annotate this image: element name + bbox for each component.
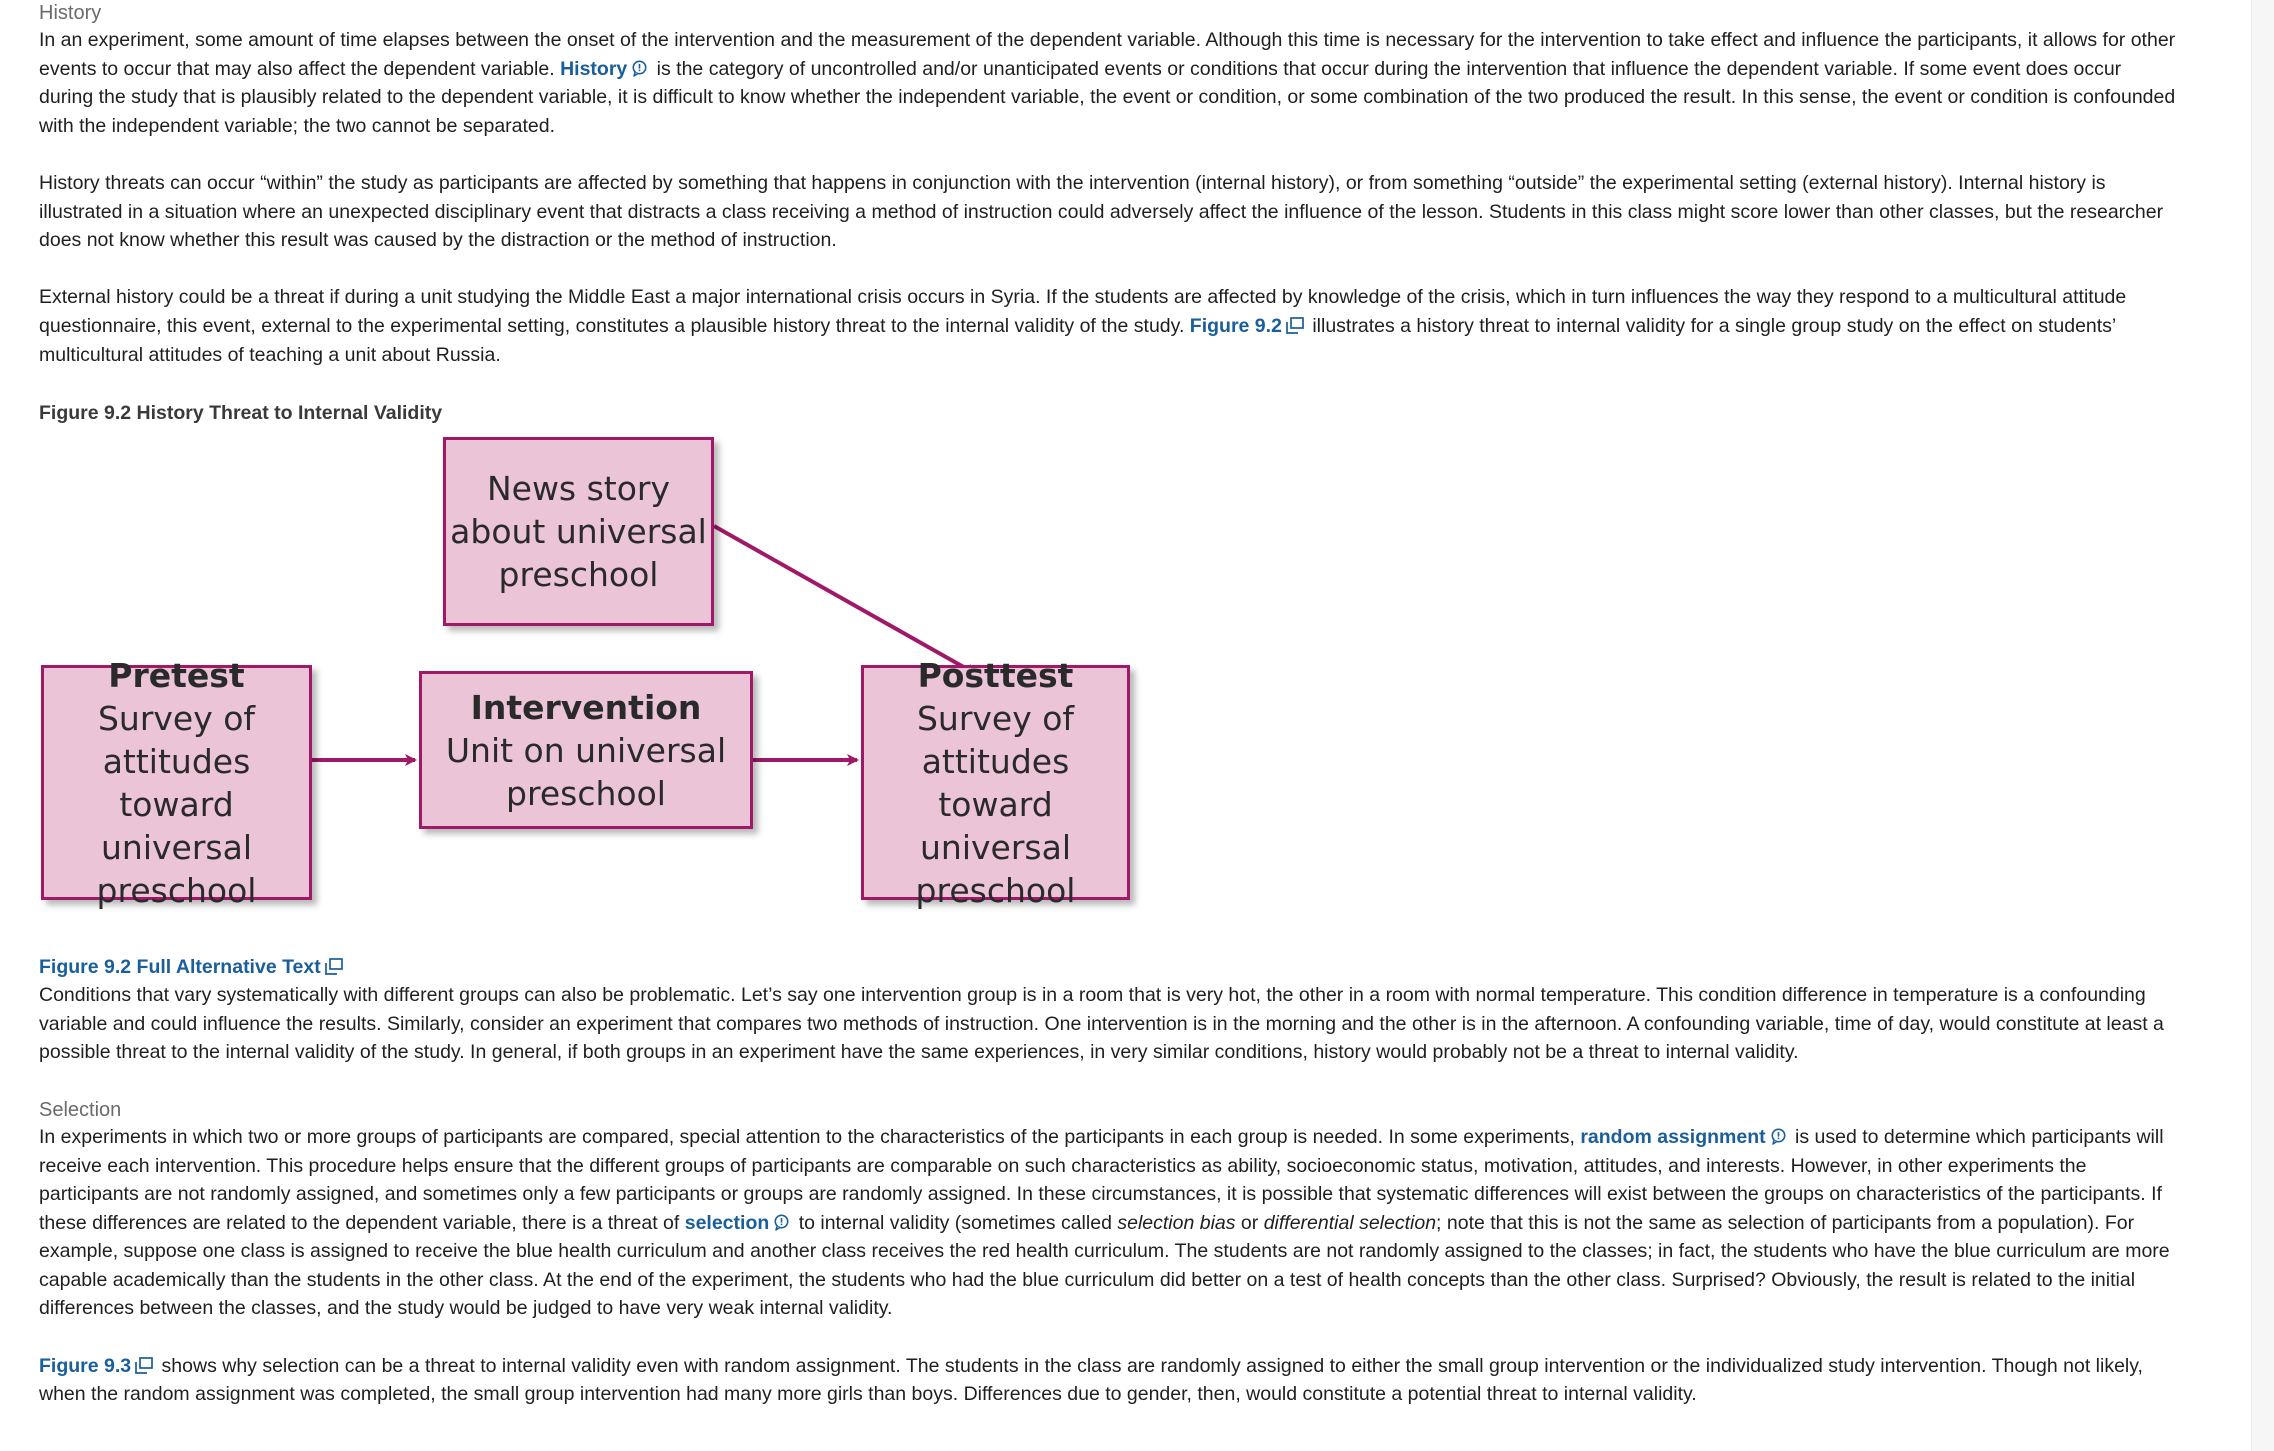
alt-text-label: Figure 9.2 Full Alternative Text bbox=[39, 956, 321, 979]
popup-window-icon[interactable] bbox=[135, 1356, 153, 1374]
figure-link-label: Figure 9.2 bbox=[1189, 314, 1282, 337]
box-line: toward universal bbox=[920, 784, 1071, 867]
diagram-arrows bbox=[312, 524, 978, 767]
text-segment: shows why selection can be a threat to i… bbox=[39, 1354, 2143, 1406]
text-segment: ; note that this is not the same as sele… bbox=[39, 1211, 2170, 1320]
glossary-term: History bbox=[560, 57, 628, 80]
glossary-link-random-assignment[interactable]: random assignment bbox=[1580, 1126, 1789, 1148]
figure-title: Figure 9.2 History Threat to Internal Va… bbox=[39, 402, 443, 425]
box-line: Survey of bbox=[97, 698, 256, 738]
emphasis-term: differential selection bbox=[1263, 1211, 1437, 1234]
history-paragraph-1: In an experiment, some amount of time el… bbox=[39, 26, 2179, 140]
glossary-bubble-icon[interactable] bbox=[631, 60, 648, 77]
glossary-bubble-icon[interactable] bbox=[773, 1214, 790, 1231]
text-segment: is used to determine which participants … bbox=[39, 1125, 2164, 1234]
text-segment: External history could be a threat if du… bbox=[39, 286, 2127, 337]
figure-9-2-diagram: News story about universal preschool Pre… bbox=[39, 431, 1199, 921]
box-line: about universal bbox=[450, 512, 707, 552]
glossary-term: random assignment bbox=[1580, 1125, 1766, 1148]
selection-paragraph-2: Figure 9.3 shows why selection can be a … bbox=[39, 1352, 2179, 1409]
posttest-box: Posttest Survey of attitudes toward univ… bbox=[861, 656, 1130, 910]
glossary-term: selection bbox=[684, 1211, 770, 1234]
arrow-news-to-posttest bbox=[713, 524, 978, 676]
box-line: attitudes toward bbox=[102, 741, 251, 824]
text-segment: illustrates a history threat to internal… bbox=[39, 314, 2116, 366]
history-paragraph-3: External history could be a threat if du… bbox=[39, 283, 2179, 369]
section-heading-history: History bbox=[39, 2, 102, 24]
popup-window-icon[interactable] bbox=[1286, 317, 1304, 334]
glossary-link-history[interactable]: History bbox=[560, 58, 651, 80]
text-segment: is the category of uncontrolled and/or u… bbox=[39, 57, 2176, 137]
section-heading-selection: Selection bbox=[39, 1098, 122, 1121]
box-line: Unit on universal bbox=[445, 730, 727, 770]
intervention-box: Intervention Unit on universal preschool bbox=[419, 671, 753, 830]
text-segment: In an experiment, some amount of time el… bbox=[39, 29, 2176, 80]
emphasis-term: selection bias bbox=[1117, 1211, 1236, 1234]
box-line: Survey of bbox=[916, 698, 1075, 738]
vertical-scrollbar[interactable] bbox=[2251, 0, 2274, 1451]
box-line: preschool bbox=[96, 870, 257, 910]
figure-link-9-2[interactable]: Figure 9.2 bbox=[1190, 315, 1307, 337]
box-title: Pretest bbox=[108, 655, 245, 695]
glossary-bubble-icon[interactable] bbox=[1770, 1128, 1787, 1145]
box-line: attitudes bbox=[921, 741, 1070, 781]
history-paragraph-2: History threats can occur “within” the s… bbox=[39, 171, 2164, 252]
text-segment: to internal validity (sometimes called bbox=[798, 1211, 1112, 1234]
box-title: Posttest bbox=[917, 655, 1074, 695]
content-column: History In an experiment, some amount of… bbox=[39, 0, 2179, 1409]
text-segment: In experiments in which two or more grou… bbox=[39, 1125, 1575, 1148]
news-story-box: News story about universal preschool bbox=[443, 437, 714, 627]
box-line: preschool bbox=[506, 773, 666, 813]
selection-paragraph-1: In experiments in which two or more grou… bbox=[39, 1123, 2179, 1323]
popup-window-icon[interactable] bbox=[324, 958, 343, 975]
text-segment: or bbox=[1240, 1211, 1259, 1234]
box-title: Intervention bbox=[470, 687, 702, 727]
box-line: News story bbox=[486, 469, 671, 509]
glossary-link-selection[interactable]: selection bbox=[685, 1212, 794, 1234]
figure-alt-text-link[interactable]: Figure 9.2 Full Alternative Text bbox=[39, 953, 2179, 981]
conditions-paragraph: Conditions that vary systematically with… bbox=[39, 984, 2164, 1064]
pretest-box: Pretest Survey of attitudes toward unive… bbox=[41, 656, 312, 910]
box-line: universal bbox=[101, 827, 252, 867]
box-line: preschool bbox=[498, 555, 659, 595]
box-line: preschool bbox=[915, 870, 1076, 910]
figure-link-9-3[interactable]: Figure 9.3 bbox=[39, 1355, 156, 1377]
figure-link-label: Figure 9.3 bbox=[39, 1354, 132, 1377]
